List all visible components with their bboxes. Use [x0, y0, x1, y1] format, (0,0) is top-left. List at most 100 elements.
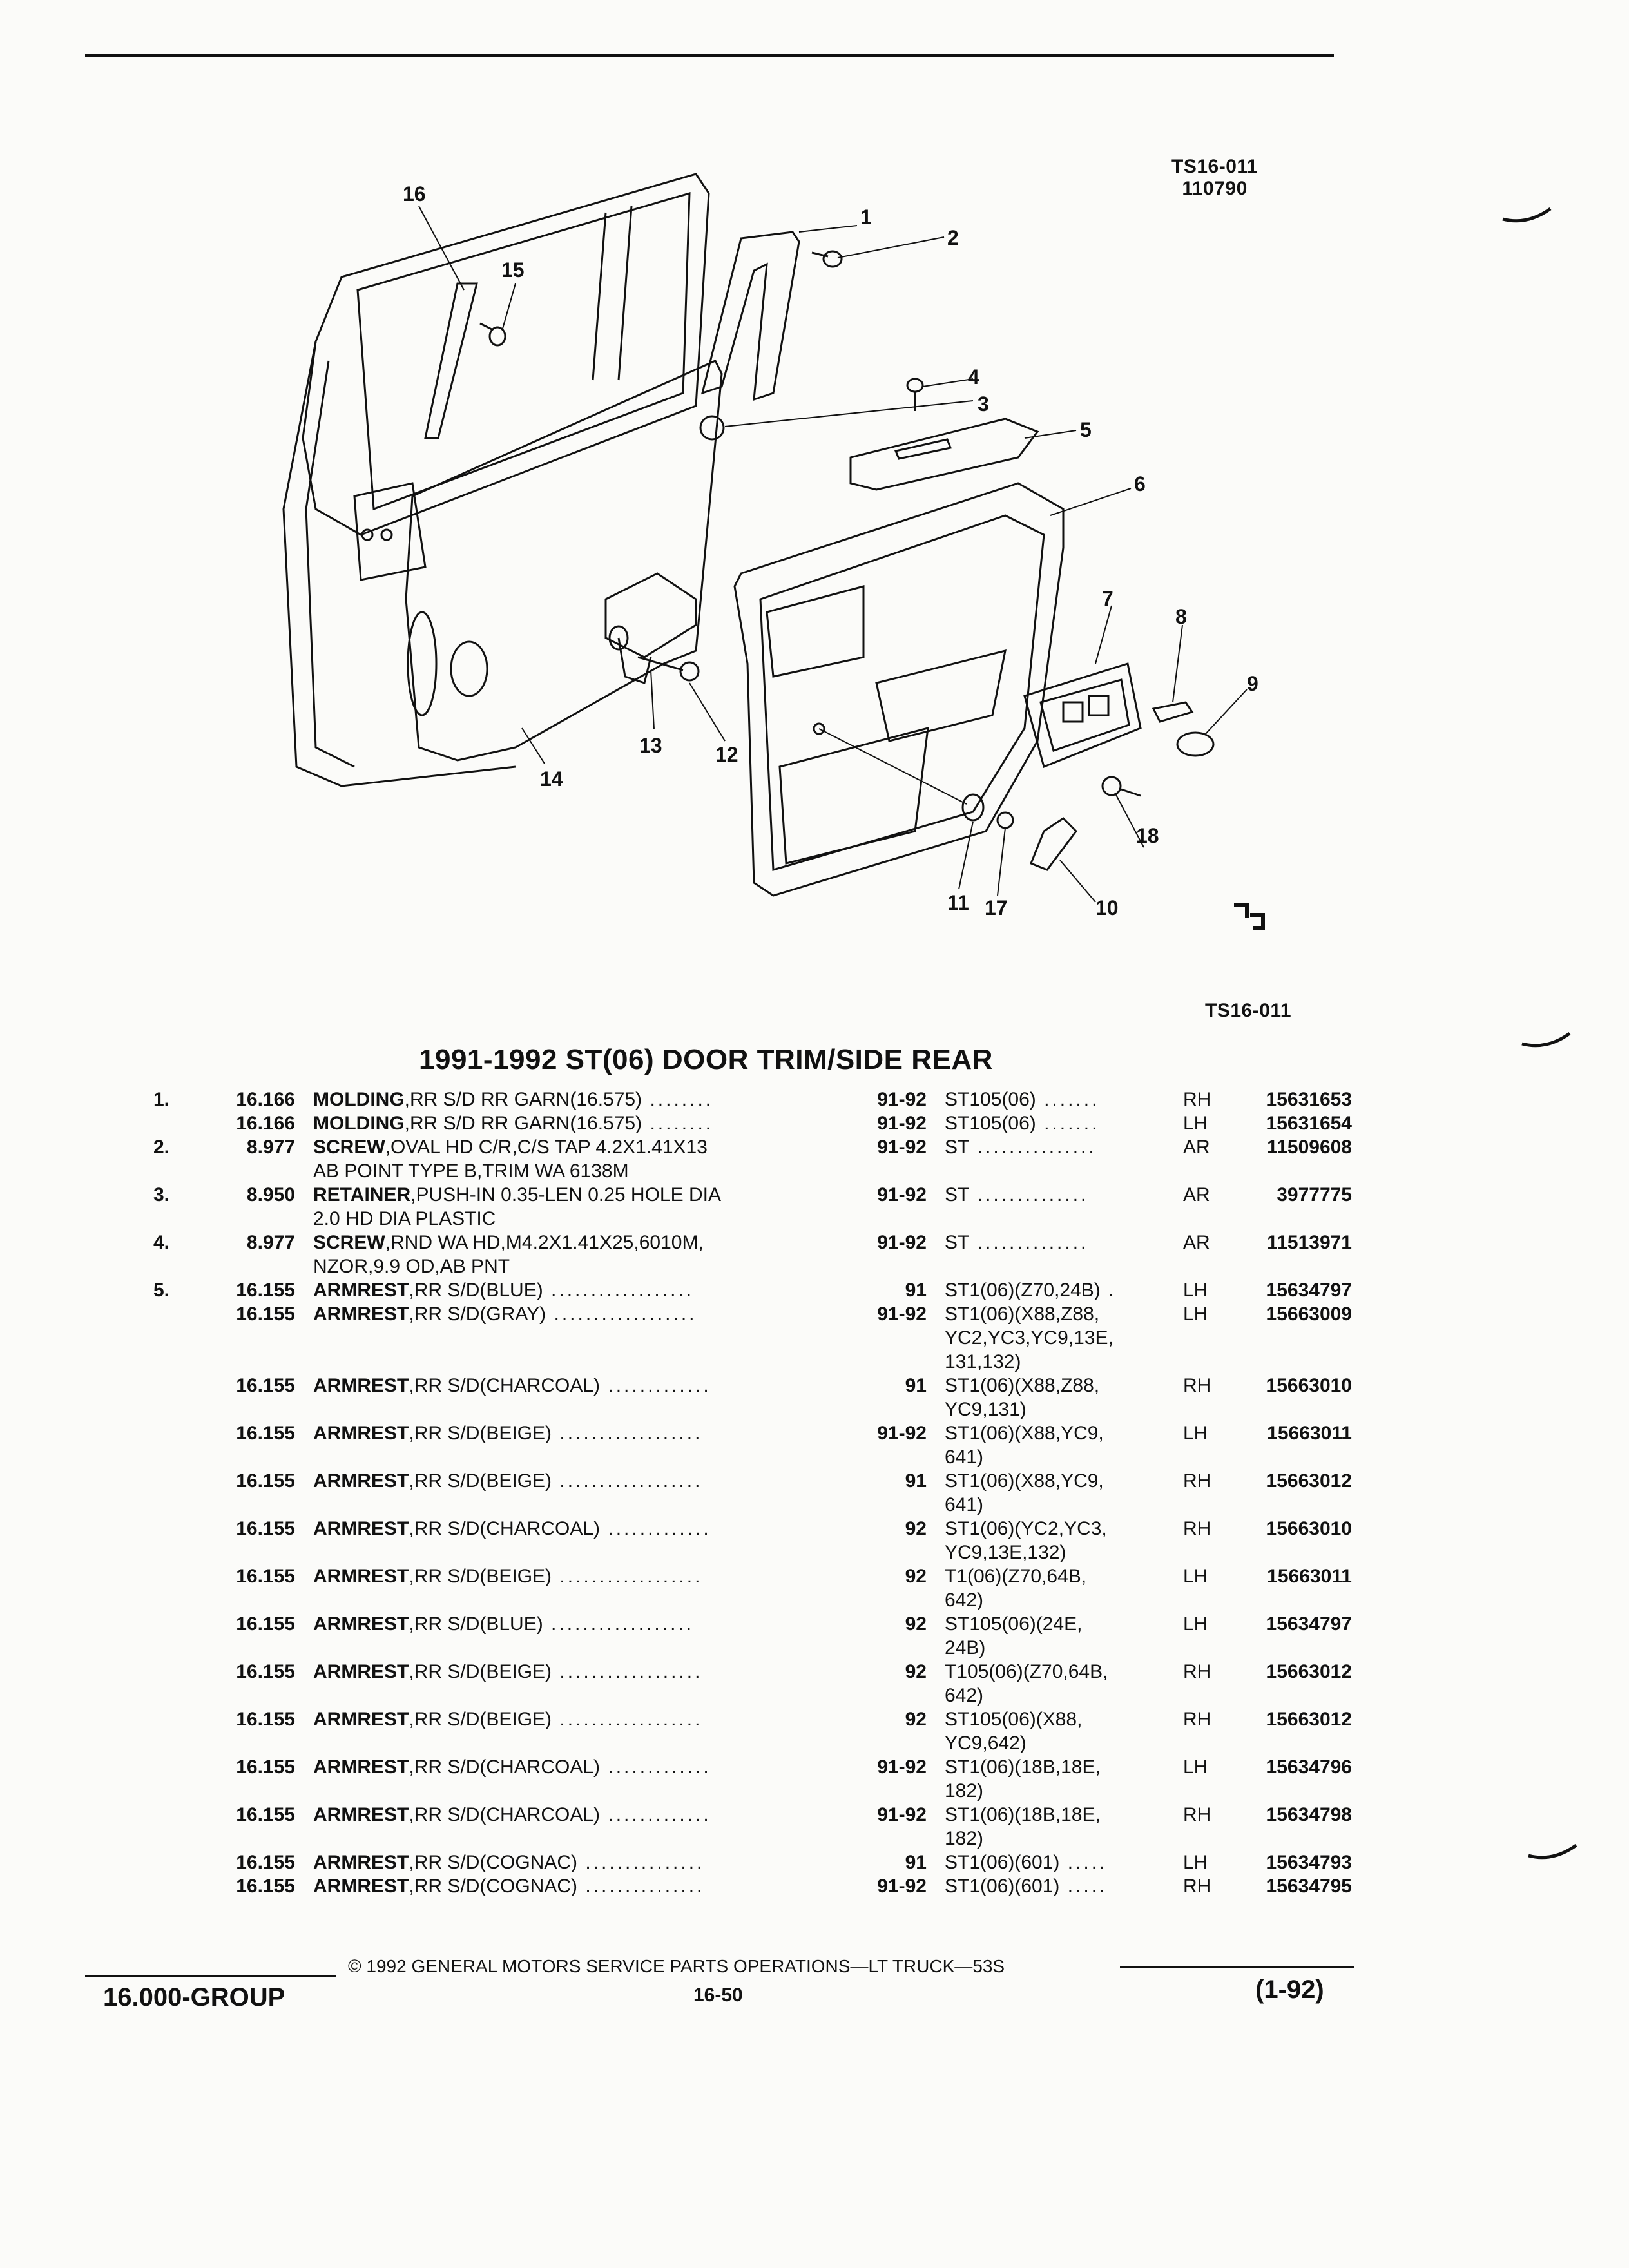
- part-desc-continuation: 2.0 HD DIA PLASTIC: [0, 1207, 1629, 1231]
- side-code: LH: [1183, 1756, 1208, 1778]
- callout-16: 16: [403, 182, 426, 206]
- part-detail: ,RR S/D(CHARCOAL): [409, 1518, 601, 1539]
- catalog-number: 16.155: [236, 1876, 295, 1897]
- catalog-number: 16.155: [236, 1661, 295, 1682]
- model-code: ST1(06)(18B,18E,: [945, 1803, 1101, 1827]
- part-description: ARMREST,RR S/D(BEIGE) ..................: [313, 1564, 702, 1588]
- part-number: 15634797: [1266, 1280, 1352, 1301]
- callout-9: 9: [1247, 672, 1258, 695]
- dots: ...............: [585, 1876, 705, 1897]
- leader-lines: [418, 206, 1248, 903]
- side-code: RH: [1183, 1375, 1211, 1396]
- margin-mark-3: [1528, 1843, 1577, 1860]
- side-code: LH: [1183, 1280, 1208, 1301]
- part-detail: ,RR S/D RR GARN(16.575): [404, 1089, 642, 1110]
- part-number: 11509608: [1267, 1137, 1352, 1158]
- dots: .............: [608, 1518, 711, 1539]
- part-number: 15663011: [1267, 1566, 1352, 1587]
- part-model-continuation: YC2,YC3,YC9,13E,: [0, 1326, 1629, 1350]
- model-continuation: YC9,13E,132): [945, 1542, 1066, 1563]
- footer-copyright: © 1992 GENERAL MOTORS SERVICE PARTS OPER…: [348, 1956, 1005, 1976]
- model: ST105(06): [945, 1089, 1036, 1110]
- side-code: AR: [1183, 1232, 1210, 1253]
- part-number: 15631654: [1266, 1113, 1352, 1134]
- model: ST1(06)(X88,Z88,: [945, 1375, 1100, 1396]
- footer-page-number: 16-50: [693, 1984, 743, 2006]
- handle-10-shape: [1030, 817, 1077, 871]
- part-detail: ,RR S/D(BEIGE): [409, 1470, 552, 1492]
- part-description: RETAINER,PUSH-IN 0.35-LEN 0.25 HOLE DIA: [313, 1183, 721, 1207]
- part-number: 15663010: [1266, 1375, 1352, 1396]
- side-code: LH: [1183, 1613, 1208, 1635]
- catalog-number: 16.155: [236, 1375, 295, 1396]
- callout-15: 15: [501, 258, 525, 282]
- part-detail: ,RR S/D(CHARCOAL): [409, 1756, 601, 1778]
- part-desc-continuation: NZOR,9.9 OD,AB PNT: [0, 1254, 1629, 1278]
- leader-dots: ..................: [552, 1470, 702, 1492]
- dots: ..................: [559, 1566, 703, 1587]
- model-dots: .....: [1059, 1876, 1107, 1897]
- model-continuation: 131,132): [945, 1351, 1021, 1372]
- model: ST1(06)(X88,YC9,: [945, 1423, 1104, 1444]
- item-number: 4.: [153, 1232, 170, 1253]
- part-name: ARMREST: [313, 1804, 409, 1825]
- dots: .: [1108, 1280, 1117, 1301]
- part-model-continuation: 24B): [0, 1636, 1629, 1660]
- part-model-continuation: 642): [0, 1684, 1629, 1707]
- part-detail: ,RR S/D(BEIGE): [409, 1566, 552, 1587]
- washer-11-shape: [961, 793, 985, 822]
- model-code: ST1(06)(X88,Z88,: [945, 1302, 1099, 1326]
- part-name: ARMREST: [313, 1661, 409, 1682]
- model-continuation: 182): [945, 1780, 984, 1802]
- retainer-3-shape: [699, 415, 725, 441]
- model-continuation: 641): [945, 1446, 984, 1468]
- model-code: ST1(06)(X88,YC9,: [945, 1421, 1104, 1445]
- clip-8-shape: [1152, 701, 1194, 723]
- part-detail: ,RND WA HD,M4.2X1.41X25,6010M,: [385, 1232, 704, 1253]
- model-dots: ...............: [969, 1137, 1096, 1158]
- model-code: ST105(06) .......: [945, 1088, 1099, 1111]
- part-model-continuation: 641): [0, 1493, 1629, 1517]
- model-years: 91-92: [877, 1184, 927, 1206]
- model-code: ST1(06)(X88,Z88,: [945, 1374, 1099, 1398]
- part-number: 3977775: [1277, 1184, 1352, 1206]
- catalog-number: 8.977: [246, 1232, 295, 1253]
- figure-code-top: TS16-011 110790: [1171, 156, 1258, 200]
- catalog-number: 16.155: [236, 1303, 295, 1325]
- part-number: 15634793: [1266, 1852, 1352, 1873]
- model-code: ST1(06)(X88,YC9,: [945, 1469, 1104, 1493]
- margin-mark-2: [1521, 1032, 1571, 1048]
- part-name: RETAINER: [313, 1184, 411, 1206]
- dots: .............: [608, 1756, 711, 1778]
- catalog-number: 16.155: [236, 1518, 295, 1539]
- catalog-number: 8.950: [246, 1184, 295, 1206]
- model-code: ST105(06)(24E,: [945, 1612, 1082, 1636]
- dots: ..................: [551, 1613, 695, 1635]
- model: ST105(06)(X88,: [945, 1709, 1083, 1730]
- model-years: 91-92: [877, 1137, 927, 1158]
- screw-2-shape: [811, 250, 843, 268]
- leader-dots: ........: [642, 1113, 713, 1134]
- side-code: RH: [1183, 1876, 1211, 1897]
- part-model-continuation: YC9,13E,132): [0, 1541, 1629, 1564]
- part-model-continuation: YC9,642): [0, 1731, 1629, 1755]
- model: ST105(06): [945, 1113, 1036, 1134]
- side-code: RH: [1183, 1804, 1211, 1825]
- part-number: 15634795: [1266, 1876, 1352, 1897]
- part-name: ARMREST: [313, 1613, 409, 1635]
- part-number: 15663010: [1266, 1518, 1352, 1539]
- dots: ........: [650, 1113, 714, 1134]
- model-years: 92: [905, 1566, 927, 1587]
- part-name: ARMREST: [313, 1852, 409, 1873]
- model: ST1(06)(18B,18E,: [945, 1804, 1101, 1825]
- figure-code-bottom: TS16-011: [1205, 1000, 1292, 1021]
